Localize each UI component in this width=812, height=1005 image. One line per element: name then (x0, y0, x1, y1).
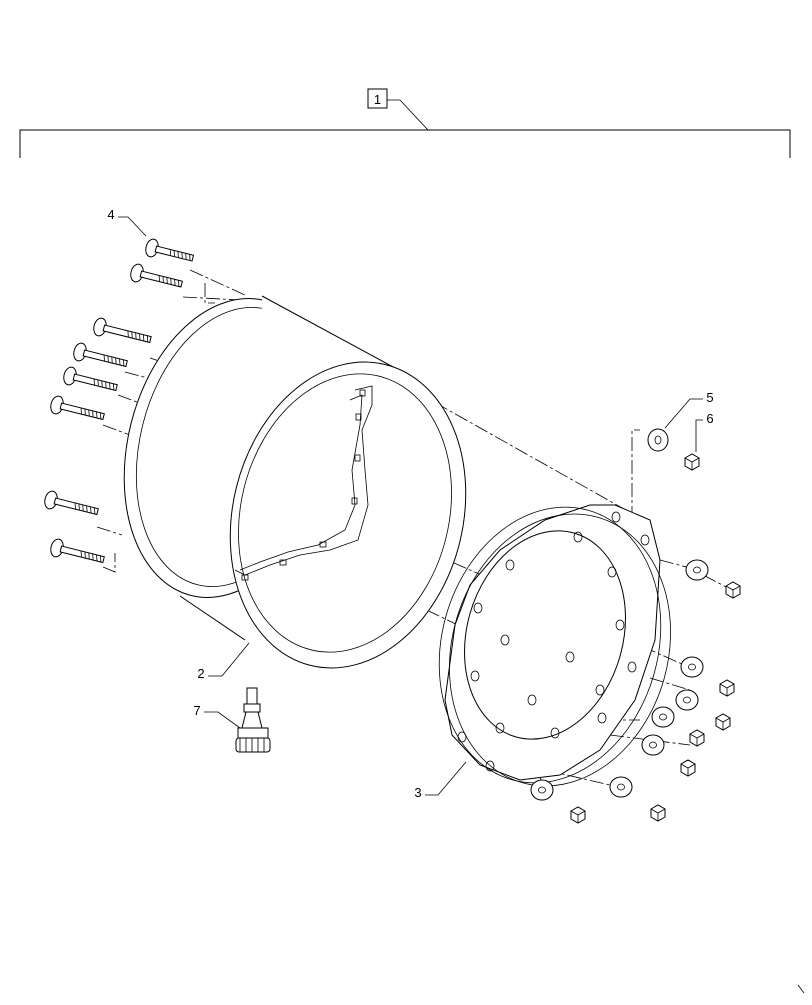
callout-3-label: 3 (414, 785, 421, 800)
callout-5-label: 5 (706, 390, 713, 405)
disc-outer-ring (438, 506, 662, 784)
rim-inner-flange-edge (238, 373, 452, 653)
disc-bolt-holes (457, 511, 650, 772)
callout-2-label: 2 (197, 666, 204, 681)
rim-inner-flange (229, 361, 467, 669)
valve-stem[interactable] (235, 687, 271, 753)
callout-6[interactable]: 6 (695, 411, 714, 452)
assembly-bracket (19, 129, 791, 158)
rim-center-disc-inner (239, 394, 363, 571)
washers[interactable] (530, 428, 709, 801)
wheel-disc[interactable] (408, 481, 702, 813)
assembly-label-text: 1 (374, 92, 381, 107)
callout-5[interactable]: 5 (664, 390, 714, 429)
callout-2[interactable]: 2 (197, 642, 250, 681)
assembly-leader-line (387, 99, 429, 131)
bolts[interactable] (43, 238, 195, 569)
callout-6-label: 6 (706, 411, 713, 426)
disc-center-hole (464, 530, 626, 740)
rim-center-disc-edge (234, 385, 373, 576)
rim-bottom-edge (179, 595, 246, 641)
assembly-callout-1[interactable]: 1 (367, 88, 429, 131)
rim-top-edge (261, 295, 396, 369)
corner-mark (797, 984, 805, 994)
rim[interactable] (94, 276, 497, 693)
assembly-label-box (367, 88, 388, 109)
disc-back-ring (449, 513, 671, 787)
callout-7[interactable]: 7 (193, 703, 241, 729)
nuts[interactable] (570, 453, 741, 824)
callout-4[interactable]: 4 (107, 207, 147, 237)
callout-7-label: 7 (193, 703, 200, 718)
callout-4-label: 4 (107, 207, 114, 222)
callout-3[interactable]: 3 (414, 761, 467, 800)
